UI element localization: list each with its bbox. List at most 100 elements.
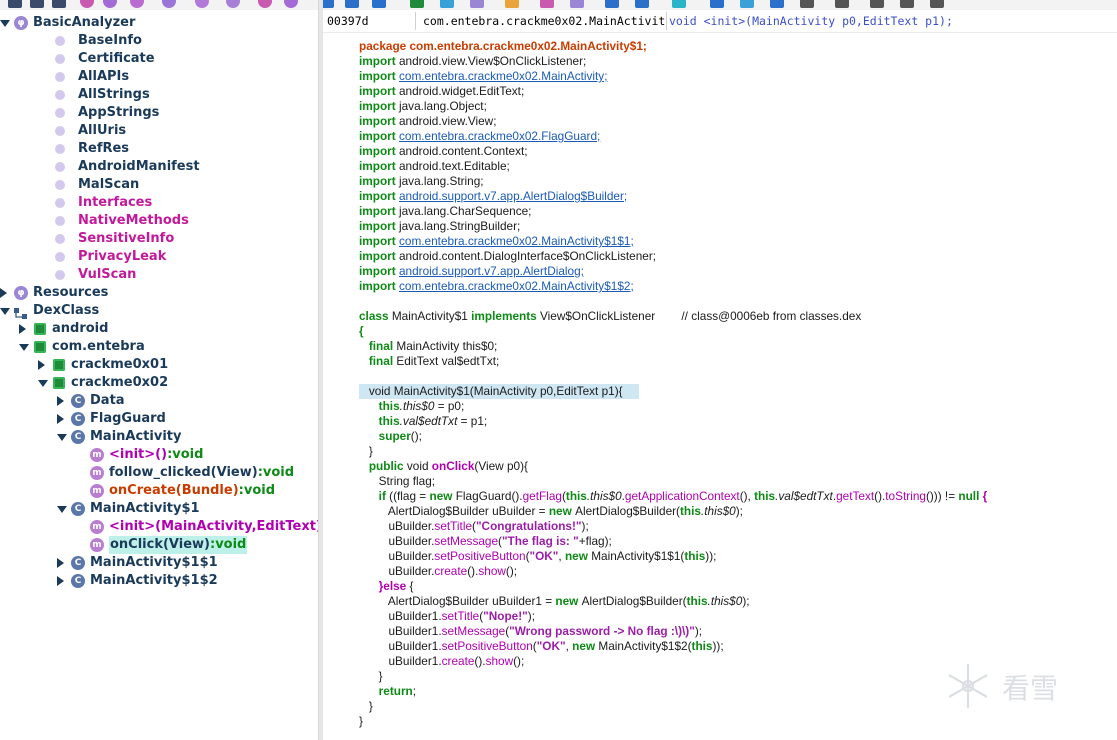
toolbar-button-8[interactable] — [226, 0, 240, 8]
tree-item-16[interactable]: DexClass — [0, 302, 318, 320]
expand-right-icon[interactable] — [0, 288, 7, 298]
code-line[interactable]: import android.view.View$OnClickListener… — [359, 54, 587, 68]
expand-right-icon[interactable] — [19, 324, 26, 334]
pane-splitter[interactable] — [318, 0, 323, 740]
toolbar-tool-14[interactable] — [770, 0, 784, 8]
code-line[interactable]: final MainActivity this$0; — [368, 339, 498, 353]
code-line[interactable]: import com.entebra.crackme0x02.MainActiv… — [359, 69, 608, 83]
expand-down-icon[interactable] — [0, 20, 10, 27]
code-line[interactable]: uBuilder1.create().show(); — [359, 654, 525, 668]
toolbar-tool-10[interactable] — [635, 0, 649, 8]
tree-item-19[interactable]: crackme0x01 — [0, 356, 318, 374]
expand-right-icon[interactable] — [57, 414, 64, 424]
tree-item-9[interactable]: MalScan — [0, 176, 318, 194]
expand-right-icon[interactable] — [57, 558, 64, 568]
tree-item-5[interactable]: AppStrings — [0, 104, 318, 122]
code-line[interactable]: uBuilder1.setPositiveButton("OK", new Ma… — [359, 639, 724, 653]
toolbar-tool-11[interactable] — [672, 0, 686, 8]
code-line[interactable]: uBuilder1.setMessage("Wrong password -> … — [359, 624, 703, 638]
tree-item-2[interactable]: Certificate — [0, 50, 318, 68]
code-line[interactable]: import android.support.v7.app.AlertDialo… — [359, 189, 628, 203]
toolbar-button-9[interactable] — [258, 0, 272, 8]
code-line[interactable]: this.this$0 = p0; — [378, 399, 465, 413]
code-line[interactable]: public void onClick(View p0){ — [368, 459, 528, 473]
code-line[interactable]: import com.entebra.crackme0x02.FlagGuard… — [359, 129, 601, 143]
toolbar-button-7[interactable] — [195, 0, 209, 8]
toolbar-tool-13[interactable] — [740, 0, 754, 8]
tree-item-10[interactable]: Interfaces — [0, 194, 318, 212]
tree-item-18[interactable]: com.entebra — [0, 338, 318, 356]
code-line[interactable]: return; — [378, 684, 417, 698]
toolbar-tool-5[interactable] — [470, 0, 484, 8]
code-editor[interactable]: 00397d com.entebra.crackme0x02.MainActiv… — [323, 10, 1117, 740]
toolbar-tool-18[interactable] — [900, 0, 914, 8]
code-line[interactable]: uBuilder.setPositiveButton("OK", new Mai… — [359, 549, 717, 563]
toolbar-button-3[interactable] — [80, 0, 94, 8]
code-line[interactable]: } — [359, 714, 363, 728]
code-line[interactable]: if ((flag = new FlagGuard().getFlag(this… — [378, 489, 988, 503]
code-line[interactable]: import com.entebra.crackme0x02.MainActiv… — [359, 279, 634, 293]
code-line[interactable]: uBuilder.create().show(); — [359, 564, 518, 578]
tree-item-3[interactable]: AllAPIs — [0, 68, 318, 86]
toolbar-tool-16[interactable] — [835, 0, 849, 8]
toolbar-tool-1[interactable] — [345, 0, 359, 8]
code-line[interactable]: this.val$edtTxt = p1; — [378, 414, 488, 428]
code-line[interactable]: }else { — [378, 579, 414, 593]
code-line[interactable]: import java.lang.CharSequence; — [359, 204, 532, 218]
toolbar-tool-3[interactable] — [410, 0, 424, 8]
code-line[interactable]: import android.text.Editable; — [359, 159, 510, 173]
code-line[interactable]: { — [359, 324, 364, 338]
toolbar-tool-17[interactable] — [870, 0, 884, 8]
code-line[interactable]: final EditText val$edtTxt; — [368, 354, 500, 368]
code-line[interactable]: String flag; — [359, 474, 436, 488]
tree-item-24[interactable]: m<init>():void — [0, 446, 318, 464]
tree-item-1[interactable]: BaseInfo — [0, 32, 318, 50]
toolbar-button-5[interactable] — [130, 0, 144, 8]
code-line[interactable]: AlertDialog$Builder uBuilder = new Alert… — [359, 504, 743, 518]
toolbar-button-1[interactable] — [30, 0, 44, 8]
code-line[interactable]: package com.entebra.crackme0x02.MainActi… — [359, 39, 647, 53]
toolbar-button-2[interactable] — [52, 0, 66, 8]
expand-down-icon[interactable] — [38, 380, 48, 387]
toolbar-tool-0[interactable] — [320, 0, 334, 8]
toolbar-button-6[interactable] — [162, 0, 176, 8]
toolbar-tool-6[interactable] — [505, 0, 519, 8]
code-line[interactable]: import java.lang.StringBuilder; — [359, 219, 521, 233]
code-line[interactable]: import com.entebra.crackme0x02.MainActiv… — [359, 234, 634, 248]
expand-right-icon[interactable] — [57, 576, 64, 586]
code-line[interactable]: } — [359, 699, 373, 713]
expand-down-icon[interactable] — [57, 434, 67, 441]
tree-item-17[interactable]: android — [0, 320, 318, 338]
toolbar-tool-7[interactable] — [540, 0, 554, 8]
toolbar-button-0[interactable] — [8, 0, 22, 8]
tree-item-8[interactable]: AndroidManifest — [0, 158, 318, 176]
toolbar-tool-15[interactable] — [800, 0, 814, 8]
code-line[interactable]: } — [359, 444, 373, 458]
code-line[interactable]: uBuilder1.setTitle("Nope!"); — [359, 609, 535, 623]
code-line[interactable]: AlertDialog$Builder uBuilder1 = new Aler… — [359, 594, 750, 608]
tree-item-12[interactable]: SensitiveInfo — [0, 230, 318, 248]
code-line[interactable]: import java.lang.String; — [359, 174, 484, 188]
tree-item-6[interactable]: AllUris — [0, 122, 318, 140]
expand-down-icon[interactable] — [0, 308, 10, 315]
code-line[interactable]: void MainActivity$1(MainActivity p0,Edit… — [359, 384, 623, 398]
toolbar-tool-19[interactable] — [930, 0, 944, 8]
tree-item-20[interactable]: crackme0x02 — [0, 374, 318, 392]
code-line[interactable]: import android.content.DialogInterface$O… — [359, 249, 657, 263]
toolbar-tool-12[interactable] — [710, 0, 724, 8]
tree-item-13[interactable]: PrivacyLeak — [0, 248, 318, 266]
code-line[interactable]: import android.widget.EditText; — [359, 84, 525, 98]
tree-item-4[interactable]: AllStrings — [0, 86, 318, 104]
toolbar-button-10[interactable] — [284, 0, 298, 8]
tree-item-7[interactable]: RefRes — [0, 140, 318, 158]
toolbar-tool-2[interactable] — [372, 0, 386, 8]
expand-right-icon[interactable] — [57, 396, 64, 406]
